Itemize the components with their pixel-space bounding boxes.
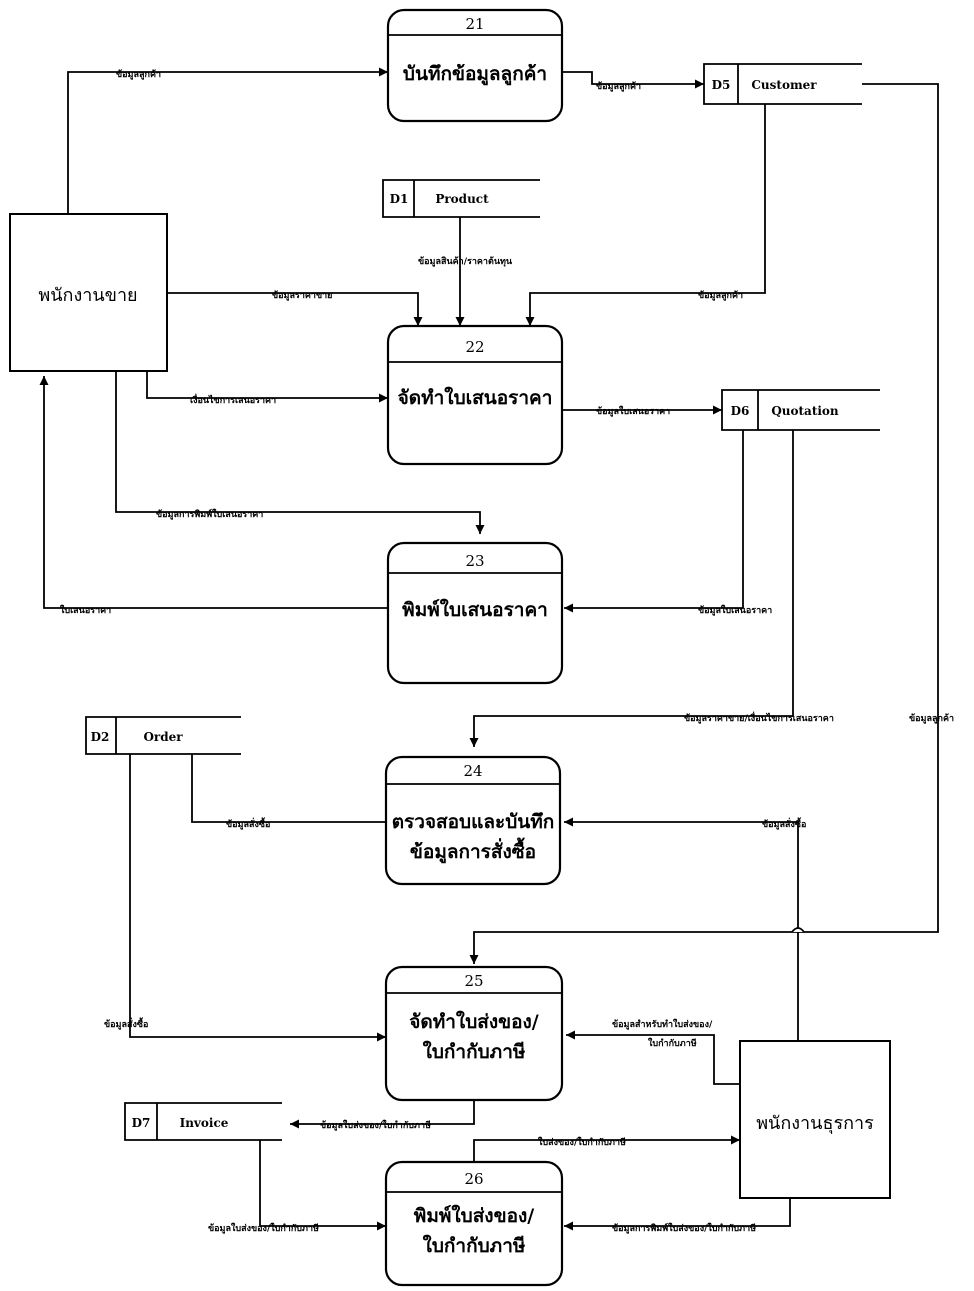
entity-label: พนักงานขาย bbox=[38, 285, 137, 306]
process-number: 25 bbox=[464, 972, 483, 990]
flow-line-invoice-to-26 bbox=[259, 1138, 386, 1231]
flow-line-admin-to-26 bbox=[564, 1199, 791, 1231]
flow-label-customer-data: ข้อมูลลูกค้า bbox=[698, 290, 743, 301]
flow-label-quote-conditions: เงื่อนไขการเสนอราคา bbox=[190, 393, 276, 406]
flow-label-print-quotation: ข้อมูลการพิมพ์ใบเสนอราคา bbox=[156, 508, 263, 520]
flow-label-invoice-data: ข้อมูลใบส่งของ/ใบกำกับภาษี bbox=[320, 1119, 431, 1131]
datastore-invoice: D7 Invoice bbox=[124, 1102, 282, 1141]
process-25: 25 จัดทำใบส่งของ/ ใบกำกับภาษี bbox=[384, 965, 564, 1102]
datastore-name: Invoice bbox=[180, 1116, 229, 1130]
flow-line-quotation-to-24 bbox=[469, 428, 794, 747]
process-label-line1: จัดทำใบส่งของ/ bbox=[409, 1010, 539, 1033]
flow-label-quotation-data: ข้อมูลใบเสนอราคา bbox=[698, 604, 772, 616]
flow-line-customer-to-22 bbox=[525, 104, 766, 326]
entity-label: พนักงานธุรการ bbox=[756, 1113, 874, 1134]
flow-line-quotation-to-23 bbox=[564, 428, 744, 613]
flow-line-admin-to-25 bbox=[566, 1030, 740, 1085]
process-number: 22 bbox=[465, 338, 484, 356]
flow-line-admin-to-24 bbox=[564, 817, 799, 1041]
datastore-code: D1 bbox=[390, 192, 409, 206]
flow-line-23-to-sales bbox=[39, 376, 388, 609]
entity-sales-staff: พนักงานขาย bbox=[9, 213, 168, 372]
datastore-code: D6 bbox=[731, 404, 750, 418]
process-label: บันทึกข้อมูลลูกค้า bbox=[403, 63, 547, 86]
flow-label-invoice: ใบส่งของ/ใบกำกับภาษี bbox=[538, 1136, 626, 1148]
flow-label-invoice-data: ข้อมูลใบส่งของ/ใบกำกับภาษี bbox=[208, 1222, 319, 1234]
flow-line-sales-to-21 bbox=[67, 67, 388, 214]
datastore-code: D7 bbox=[132, 1116, 151, 1130]
process-23: 23 พิมพ์ใบเสนอราคา bbox=[386, 541, 564, 685]
datastore-code: D2 bbox=[91, 730, 110, 744]
flow-label-customer-data: ข้อมูลลูกค้า bbox=[909, 713, 954, 724]
flow-label-quotation-data: ข้อมูลใบเสนอราคา bbox=[596, 405, 670, 417]
line-crossing-bump bbox=[791, 927, 805, 933]
flow-label-order-data: ข้อมูลสั่งซื้อ bbox=[104, 1017, 148, 1030]
entity-admin-staff: พนักงานธุรการ bbox=[739, 1040, 891, 1199]
process-label-line1: พิมพ์ใบส่งของ/ bbox=[414, 1204, 534, 1227]
flow-label-order-data: ข้อมูลสั่งซื้อ bbox=[226, 817, 270, 830]
flow-label-price-conditions: ข้อมูลราคาขาย/เงื่อนไขการเสนอราคา bbox=[684, 711, 834, 724]
datastore-code: D5 bbox=[712, 78, 731, 92]
flow-label-invoice-input-line2: ใบกำกับภาษี bbox=[648, 1037, 697, 1049]
flow-label-print-invoice: ข้อมูลการพิมพ์ใบส่งของ/ใบกำกับภาษี bbox=[612, 1222, 756, 1234]
process-22: 22 จัดทำใบเสนอราคา bbox=[386, 324, 564, 466]
flow-label-customer-data: ข้อมูลลูกค้า bbox=[116, 69, 161, 80]
process-label-line2: ใบกำกับภาษี bbox=[423, 1040, 526, 1063]
datastore-quotation: D6 Quotation bbox=[721, 389, 880, 431]
process-number: 21 bbox=[465, 15, 484, 33]
datastore-product: D1 Product bbox=[382, 179, 540, 218]
flow-line-customer-to-25 bbox=[469, 83, 939, 964]
flow-line-24-to-order bbox=[187, 730, 386, 823]
process-label-line2: ใบกำกับภาษี bbox=[423, 1234, 526, 1257]
datastore-name: Quotation bbox=[771, 404, 839, 418]
process-number: 23 bbox=[465, 552, 484, 570]
flow-line-26-to-admin bbox=[473, 1135, 740, 1162]
process-label-line2: ข้อมูลการสั่งซื้อ bbox=[410, 837, 536, 864]
flow-line-sales-to-22-price bbox=[167, 292, 423, 326]
process-26: 26 พิมพ์ใบส่งของ/ ใบกำกับภาษี bbox=[384, 1160, 564, 1287]
flow-label-quotation: ใบเสนอราคา bbox=[60, 604, 111, 616]
flow-label-sale-price: ข้อมูลราคาขาย bbox=[272, 290, 332, 301]
flow-label-customer-data: ข้อมูลลูกค้า bbox=[596, 81, 641, 92]
flow-line-sales-to-22-conditions bbox=[146, 372, 388, 403]
process-21: 21 บันทึกข้อมูลลูกค้า bbox=[386, 8, 564, 123]
process-label: จัดทำใบเสนอราคา bbox=[398, 386, 553, 409]
flow-label-invoice-input-line1: ข้อมูลสำหรับทำใบส่งของ/ bbox=[612, 1018, 713, 1030]
flow-label-order-data: ข้อมูลสั่งซื้อ bbox=[762, 817, 806, 830]
datastore-customer: D5 Customer bbox=[703, 63, 862, 105]
flow-line-sales-to-23 bbox=[115, 372, 485, 534]
datastore-name: Customer bbox=[751, 78, 817, 92]
process-24: 24 ตรวจสอบและบันทึก ข้อมูลการสั่งซื้อ bbox=[384, 755, 562, 886]
process-number: 26 bbox=[464, 1170, 483, 1188]
flow-label-product-cost: ข้อมูลสินค้า/ราคาต้นทุน bbox=[418, 256, 513, 267]
flow-line-25-to-invoice bbox=[290, 1100, 475, 1129]
process-number: 24 bbox=[463, 762, 482, 780]
datastore-name: Order bbox=[143, 730, 183, 744]
flow-line-21-to-customer bbox=[562, 71, 704, 89]
datastore-order: D2 Order bbox=[85, 716, 241, 755]
process-label: พิมพ์ใบเสนอราคา bbox=[402, 598, 548, 621]
process-label-line1: ตรวจสอบและบันทึก bbox=[392, 811, 555, 833]
flow-line-order-to-25 bbox=[129, 730, 386, 1042]
datastore-name: Product bbox=[435, 192, 489, 206]
